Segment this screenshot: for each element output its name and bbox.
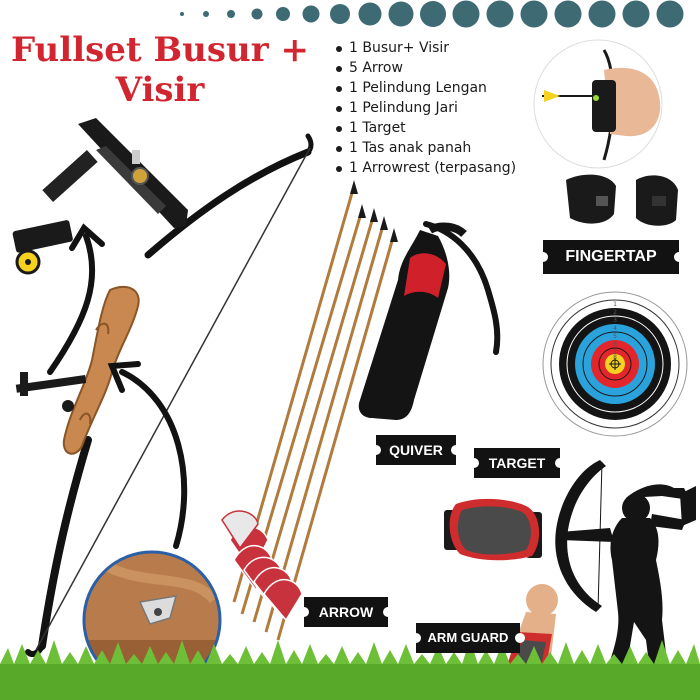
- grass-strip: [0, 640, 700, 700]
- wooden-riser: [62, 285, 140, 455]
- title-line-2: Visir: [115, 70, 205, 110]
- arm-guard: [444, 498, 542, 561]
- list-item: 1 Target: [335, 118, 516, 138]
- ring-number: 8: [613, 354, 617, 361]
- pointer-arrows: [47, 223, 188, 549]
- quiver: [358, 221, 501, 420]
- bow-sight: [12, 118, 188, 275]
- arrow-label: ARROW: [299, 597, 393, 627]
- list-item: 5 Arrow: [335, 58, 516, 78]
- title-line-1: Fullset Busur +: [11, 30, 309, 70]
- recurve-bow: [15, 133, 314, 657]
- list-item: 1 Arrowrest (terpasang): [335, 158, 516, 178]
- ring-number: 1: [613, 301, 617, 308]
- list-item: 1 Tas anak panah: [335, 138, 516, 158]
- list-item: 1 Pelindung Jari: [335, 98, 516, 118]
- list-item: 1 Pelindung Lengan: [335, 78, 516, 98]
- fletching: [221, 510, 303, 622]
- page-title: Fullset Busur + Visir: [10, 30, 310, 110]
- fingertap-label: FINGERTAP: [538, 240, 684, 274]
- ring-number: 2: [613, 309, 617, 316]
- ring-number: 6: [613, 341, 617, 348]
- arrows-set: [221, 180, 398, 641]
- archer-silhouette: [555, 460, 696, 672]
- ring-number: 3: [613, 317, 617, 324]
- mounted-sight: [15, 372, 87, 412]
- package-contents-list: 1 Busur+ Visir 5 Arrow 1 Pelindung Lenga…: [335, 38, 516, 178]
- ring-number: 4: [613, 325, 617, 332]
- bow-string: [35, 147, 311, 651]
- ring-number: 5: [613, 333, 617, 340]
- target-label: TARGET: [469, 448, 565, 478]
- arm-guard-label: ARM GUARD: [411, 623, 525, 653]
- quiver-label: QUIVER: [371, 435, 461, 465]
- list-item: 1 Busur+ Visir: [335, 38, 516, 58]
- fingertap-closeup: [533, 39, 663, 169]
- ring-number: 7: [613, 349, 617, 356]
- decorative-dot-row: [180, 0, 684, 28]
- fingertap-pair: [566, 174, 678, 226]
